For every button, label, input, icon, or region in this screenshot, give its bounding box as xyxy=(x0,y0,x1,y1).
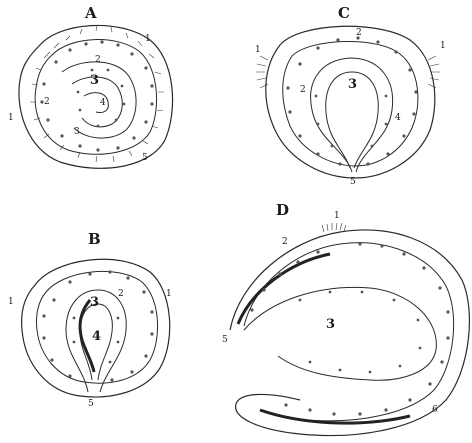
panel-b-label-1b: 1 xyxy=(166,289,172,299)
panel-b-nuclei xyxy=(42,270,153,381)
panel-a-letter: A xyxy=(84,4,97,22)
panel-c: C 1 2 3 4 5 1 2 xyxy=(255,4,446,187)
panel-c-label-2: 2 xyxy=(356,28,362,38)
panel-c-label-1b: 1 xyxy=(440,41,446,51)
panel-d-label-2: 2 xyxy=(282,237,288,247)
panel-a-label-2b: 2 xyxy=(44,97,50,107)
panel-b-label-1: 1 xyxy=(8,297,14,307)
panel-a-label-5: 5 xyxy=(142,153,148,163)
panel-a-label-1b: 1 xyxy=(8,113,14,123)
panel-b: B 1 2 3 4 5 1 xyxy=(8,230,172,409)
panel-a-cells xyxy=(30,26,164,162)
panel-c-inner-layer xyxy=(283,41,418,166)
panel-d-label-1: 1 xyxy=(334,211,340,221)
panel-b-letter: B xyxy=(88,230,101,248)
panel-d-cilia xyxy=(322,223,346,232)
panel-b-label-2: 2 xyxy=(118,289,124,299)
panel-c-label-2b: 2 xyxy=(300,85,306,95)
panel-a-label-2: 2 xyxy=(95,55,101,65)
panel-a-label-3: 3 xyxy=(90,73,99,88)
panel-d-label-6: 6 xyxy=(432,405,438,415)
panel-d-gut xyxy=(244,287,436,380)
panel-b-label-4: 4 xyxy=(92,329,101,344)
panel-c-outline xyxy=(266,26,435,178)
panel-d-inner-layer xyxy=(244,243,454,421)
panel-d-nuclei xyxy=(250,242,449,415)
panel-c-label-5: 5 xyxy=(350,177,356,187)
panel-d-label-5: 5 xyxy=(222,335,228,345)
panel-c-invagination xyxy=(311,58,393,172)
panel-d: D 1 2 3 5 6 xyxy=(222,201,469,436)
panel-c-nuclei xyxy=(286,36,417,165)
panel-b-label-5: 5 xyxy=(88,399,94,409)
panel-a-label-4: 4 xyxy=(100,98,106,108)
panel-c-letter: C xyxy=(338,4,350,22)
panel-b-inner-layer xyxy=(36,271,157,383)
panel-a-label-3b: 3 xyxy=(74,127,80,137)
panel-d-letter: D xyxy=(276,201,289,219)
panel-d-label-3: 3 xyxy=(326,317,335,332)
panel-a-outline xyxy=(19,25,173,168)
panel-d-neural-stripe xyxy=(238,254,330,324)
panel-a: A 1 2 3 4 5 1 2 3 xyxy=(8,4,173,168)
panel-a-label-1: 1 xyxy=(145,34,151,44)
panel-c-label-1: 1 xyxy=(255,45,261,55)
panel-c-label-3: 3 xyxy=(348,77,357,92)
panel-c-label-4: 4 xyxy=(395,113,401,123)
panel-b-label-3: 3 xyxy=(90,295,99,310)
